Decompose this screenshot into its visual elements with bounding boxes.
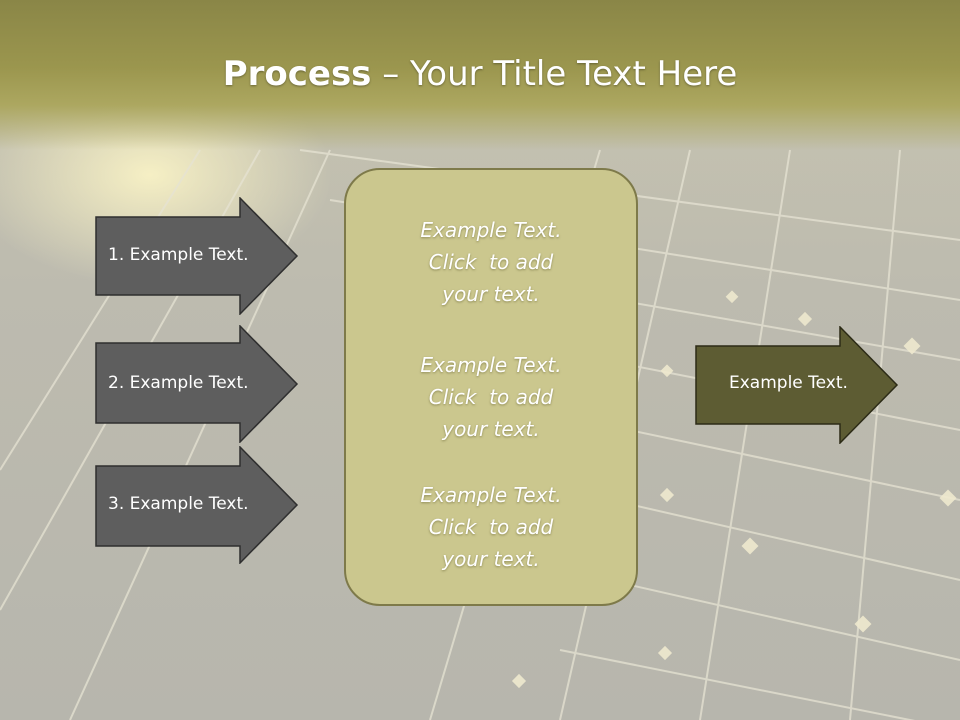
title-rest: – Your Title Text Here xyxy=(371,54,738,94)
center-block-1-line-3: your text. xyxy=(442,282,540,306)
center-block-2-line-3: your text. xyxy=(442,417,540,441)
title-bold: Process xyxy=(222,54,372,94)
arrow-shape-1 xyxy=(95,197,299,315)
left-arrow-label-2: 2. Example Text. xyxy=(108,373,249,393)
center-block-2: Example Text. Click to add your text. xyxy=(346,349,636,445)
center-block-3: Example Text. Click to add your text. xyxy=(346,479,636,575)
center-block-2-line-1: Example Text. xyxy=(420,353,562,377)
right-arrow-shape xyxy=(695,326,899,444)
left-arrow-3[interactable]: 3. Example Text. xyxy=(95,446,300,564)
center-block-3-line-1: Example Text. xyxy=(420,483,562,507)
center-block-3-line-3: your text. xyxy=(442,547,540,571)
center-block-2-line-2: Click to add xyxy=(428,385,554,409)
center-text-box[interactable]: Example Text. Click to add your text. Ex… xyxy=(344,168,638,606)
center-block-1: Example Text. Click to add your text. xyxy=(346,214,636,310)
left-arrow-label-1: 1. Example Text. xyxy=(108,245,249,265)
center-block-3-line-2: Click to add xyxy=(428,515,554,539)
center-block-1-line-1: Example Text. xyxy=(420,218,562,242)
left-arrow-1[interactable]: 1. Example Text. xyxy=(95,197,300,315)
title-band xyxy=(0,0,960,150)
arrow-shape-2 xyxy=(95,325,299,443)
left-arrow-label-3: 3. Example Text. xyxy=(108,494,249,514)
left-arrow-2[interactable]: 2. Example Text. xyxy=(95,325,300,443)
arrow-shape-3 xyxy=(95,446,299,564)
center-block-1-line-2: Click to add xyxy=(428,250,554,274)
right-arrow-label: Example Text. xyxy=(729,373,848,393)
slide-title: Process – Your Title Text Here xyxy=(0,52,960,96)
right-arrow[interactable]: Example Text. xyxy=(695,326,900,444)
